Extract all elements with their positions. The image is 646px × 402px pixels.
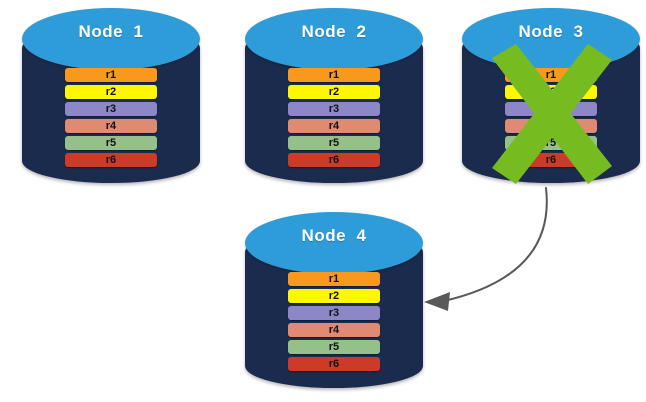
row-item[interactable]: r3 — [287, 102, 381, 116]
replication-arrowhead-icon — [424, 292, 450, 311]
row-item[interactable]: r6 — [504, 153, 598, 167]
node-cylinder-3[interactable]: Node 3 r1 r2 r3 r4 r5 r6 — [462, 8, 640, 183]
node-row-list: r1 r2 r3 r4 r5 r6 — [22, 68, 200, 167]
cylinder-top — [22, 8, 200, 70]
node-cylinder-1[interactable]: Node 1 r1 r2 r3 r4 r5 r6 — [22, 8, 200, 183]
row-item[interactable]: r5 — [287, 136, 381, 150]
row-item[interactable]: r1 — [504, 68, 598, 82]
row-item[interactable]: r4 — [287, 119, 381, 133]
node-row-list: r1 r2 r3 r4 r5 r6 — [245, 68, 423, 167]
cylinder-top — [245, 8, 423, 70]
node-title: Node 1 — [78, 22, 144, 41]
replication-arrow-path — [443, 187, 548, 302]
row-item[interactable]: r4 — [504, 119, 598, 133]
row-item[interactable]: r2 — [64, 85, 158, 99]
row-item[interactable]: r3 — [287, 306, 381, 320]
row-item[interactable]: r1 — [287, 68, 381, 82]
row-item[interactable]: r6 — [64, 153, 158, 167]
row-item[interactable]: r2 — [287, 289, 381, 303]
row-item[interactable]: r5 — [504, 136, 598, 150]
row-item[interactable]: r3 — [504, 102, 598, 116]
node-cylinder-2[interactable]: Node 2 r1 r2 r3 r4 r5 r6 — [245, 8, 423, 183]
node-title: Node 4 — [301, 226, 367, 245]
row-item[interactable]: r6 — [287, 153, 381, 167]
row-item[interactable]: r5 — [64, 136, 158, 150]
node-row-list: r1 r2 r3 r4 r5 r6 — [462, 68, 640, 167]
row-item[interactable]: r5 — [287, 340, 381, 354]
node-cylinder-4[interactable]: Node 4 r1 r2 r3 r4 r5 r6 — [245, 212, 423, 388]
row-item[interactable]: r1 — [287, 272, 381, 286]
node-row-list: r1 r2 r3 r4 r5 r6 — [245, 272, 423, 371]
node-title: Node 3 — [518, 22, 584, 41]
row-item[interactable]: r2 — [287, 85, 381, 99]
row-item[interactable]: r6 — [287, 357, 381, 371]
row-item[interactable]: r4 — [64, 119, 158, 133]
row-item[interactable]: r3 — [64, 102, 158, 116]
row-item[interactable]: r1 — [64, 68, 158, 82]
cylinder-top — [245, 212, 423, 274]
row-item[interactable]: r4 — [287, 323, 381, 337]
row-item[interactable]: r2 — [504, 85, 598, 99]
node-title: Node 2 — [301, 22, 367, 41]
